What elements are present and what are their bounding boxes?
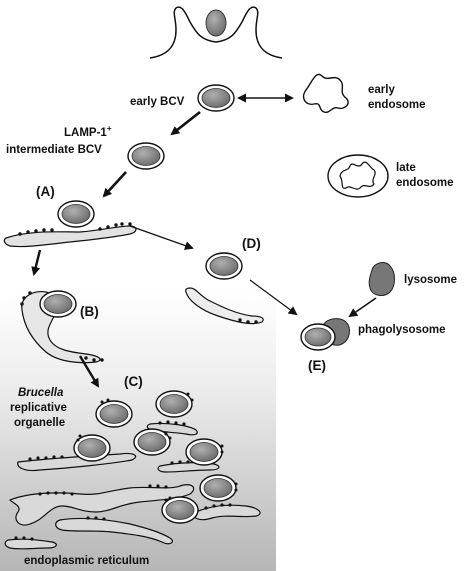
stage-e-label: (E) [308,358,326,373]
early-bcv-label: early BCV [130,96,185,108]
stage-a-bcv-er-contact: (A) [3,184,137,248]
er-ribosomes-d [238,318,258,324]
er-label: endoplasmic reticulum [24,555,149,567]
arrow-a-to-d [129,225,194,250]
early-endosome-label-2: endosome [368,99,426,111]
organelle-label: organelle [14,417,65,429]
stage-a-label: (A) [36,184,55,199]
arrow-b-to-c [78,355,100,388]
stage-d-label: (D) [242,236,261,251]
late-endosome-label-2: endosome [396,177,454,189]
intermediate-bcv: LAMP-1+ intermediate BCV [6,124,165,170]
early-endosome: early endosome [302,73,426,114]
arrow-lysosome-to-e [348,297,377,318]
arrow-d-to-e [249,279,298,316]
brucella-label: Brucella [18,387,64,399]
lysosome-label: lysosome [404,274,457,286]
early-bcv: early BCV [130,84,235,112]
replicative-label: replicative [10,402,67,414]
bcv-surface-ribosomes [76,392,238,502]
stage-e-phagolysosome: phagolysosome (E) [300,318,446,373]
stage-b-label: (B) [80,304,99,319]
stage-c-label: (C) [124,374,143,389]
stage-b-bcv-er: (B) [20,290,104,364]
arrow-intermediate-to-a [102,171,127,198]
late-endosome: late endosome [327,154,454,198]
stage-c-replicative-organelle: (C) Brucella replicative organelle [4,374,261,550]
lysosome: lysosome [368,262,457,296]
intermediate-bcv-label: intermediate BCV [6,144,102,156]
phagolysosome-label: phagolysosome [358,324,446,336]
early-endosome-label-1: early [368,84,395,96]
lamp1-label: LAMP-1+ [64,124,112,139]
er-ribosomes-c [14,420,232,541]
stage-d-bcv: (D) [185,236,264,325]
er-ribosomes-a [18,222,132,236]
arrow-a-to-b [31,249,42,276]
late-endosome-label-1: late [396,162,416,174]
arrow-early-to-intermediate [170,110,201,136]
plasma-membrane-entry [149,6,283,59]
er-network [4,422,261,550]
